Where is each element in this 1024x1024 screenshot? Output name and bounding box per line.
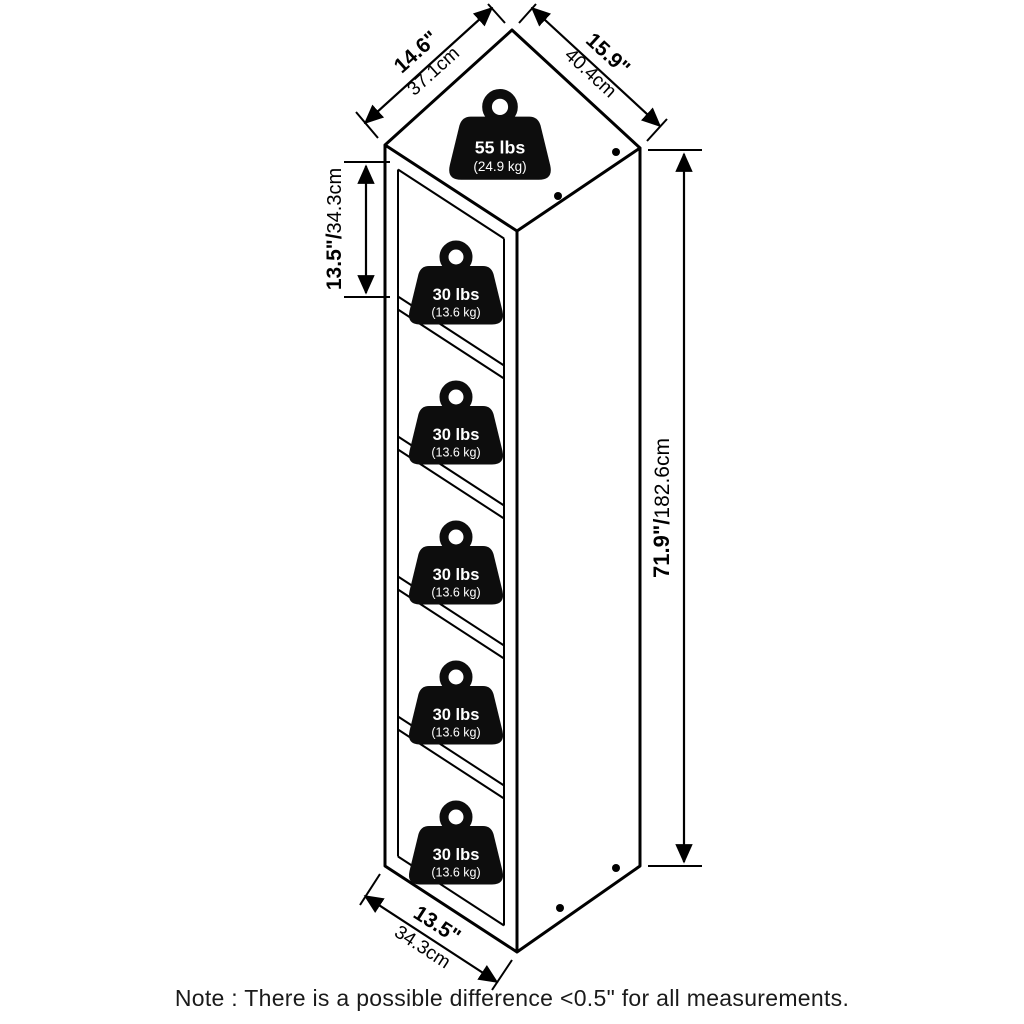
dimension-arrow-top-width	[363, 6, 494, 125]
extension-tick	[518, 3, 537, 24]
weight-kg-label: (13.6 kg)	[431, 586, 480, 600]
extension-tick	[359, 873, 381, 906]
weight-kg-label: (13.6 kg)	[431, 866, 480, 880]
extension-tick	[646, 118, 668, 142]
weight-capacity-badge-shelf-2: 30 lbs (13.6 kg)	[408, 380, 504, 465]
dimension-arrow-top-depth	[530, 6, 662, 128]
measurement-note: Note : There is a possible difference <0…	[175, 985, 849, 1011]
weight-lbs-label: 30 lbs	[433, 846, 480, 864]
weight-capacity-badge-shelf-1: 30 lbs (13.6 kg)	[408, 240, 504, 325]
extension-tick	[355, 111, 379, 139]
weight-lbs-label: 30 lbs	[433, 566, 480, 584]
weight-kg-label: (13.6 kg)	[431, 306, 480, 320]
cubby-height-label: 13.5"/34.3cm	[323, 168, 346, 290]
total-height-label: 71.9"/182.6cm	[649, 438, 674, 578]
extension-tick	[487, 3, 506, 24]
weight-lbs-label: 30 lbs	[433, 286, 480, 304]
cabinet-shelf-lines	[397, 168, 505, 927]
weight-capacity-badge-top: 55 lbs (24.9 kg)	[449, 89, 551, 180]
weight-lbs-label: 30 lbs	[433, 426, 480, 444]
weight-capacity-badge-shelf-5: 30 lbs (13.6 kg)	[408, 800, 504, 885]
cam-hole-dot	[612, 148, 620, 156]
weight-kg-label: (24.9 kg)	[473, 159, 526, 174]
weight-lbs-label: 30 lbs	[433, 706, 480, 724]
cam-hole-dot	[612, 864, 620, 872]
extension-tick	[491, 959, 513, 991]
dimension-cubby-height: 13.5"/34.3cm	[323, 161, 390, 298]
weight-capacity-badge-shelf-3: 30 lbs (13.6 kg)	[408, 520, 504, 605]
weight-kg-label: (13.6 kg)	[431, 446, 480, 460]
weight-lbs-label: 55 lbs	[475, 137, 526, 157]
dimension-total-height: 71.9"/182.6cm	[648, 149, 702, 867]
weight-capacity-badge-shelf-4: 30 lbs (13.6 kg)	[408, 660, 504, 745]
cam-hole-dot	[556, 904, 564, 912]
cam-hole-dot	[554, 192, 562, 200]
dimension-arrow-bottom-depth	[363, 895, 499, 983]
weight-kg-label: (13.6 kg)	[431, 726, 480, 740]
